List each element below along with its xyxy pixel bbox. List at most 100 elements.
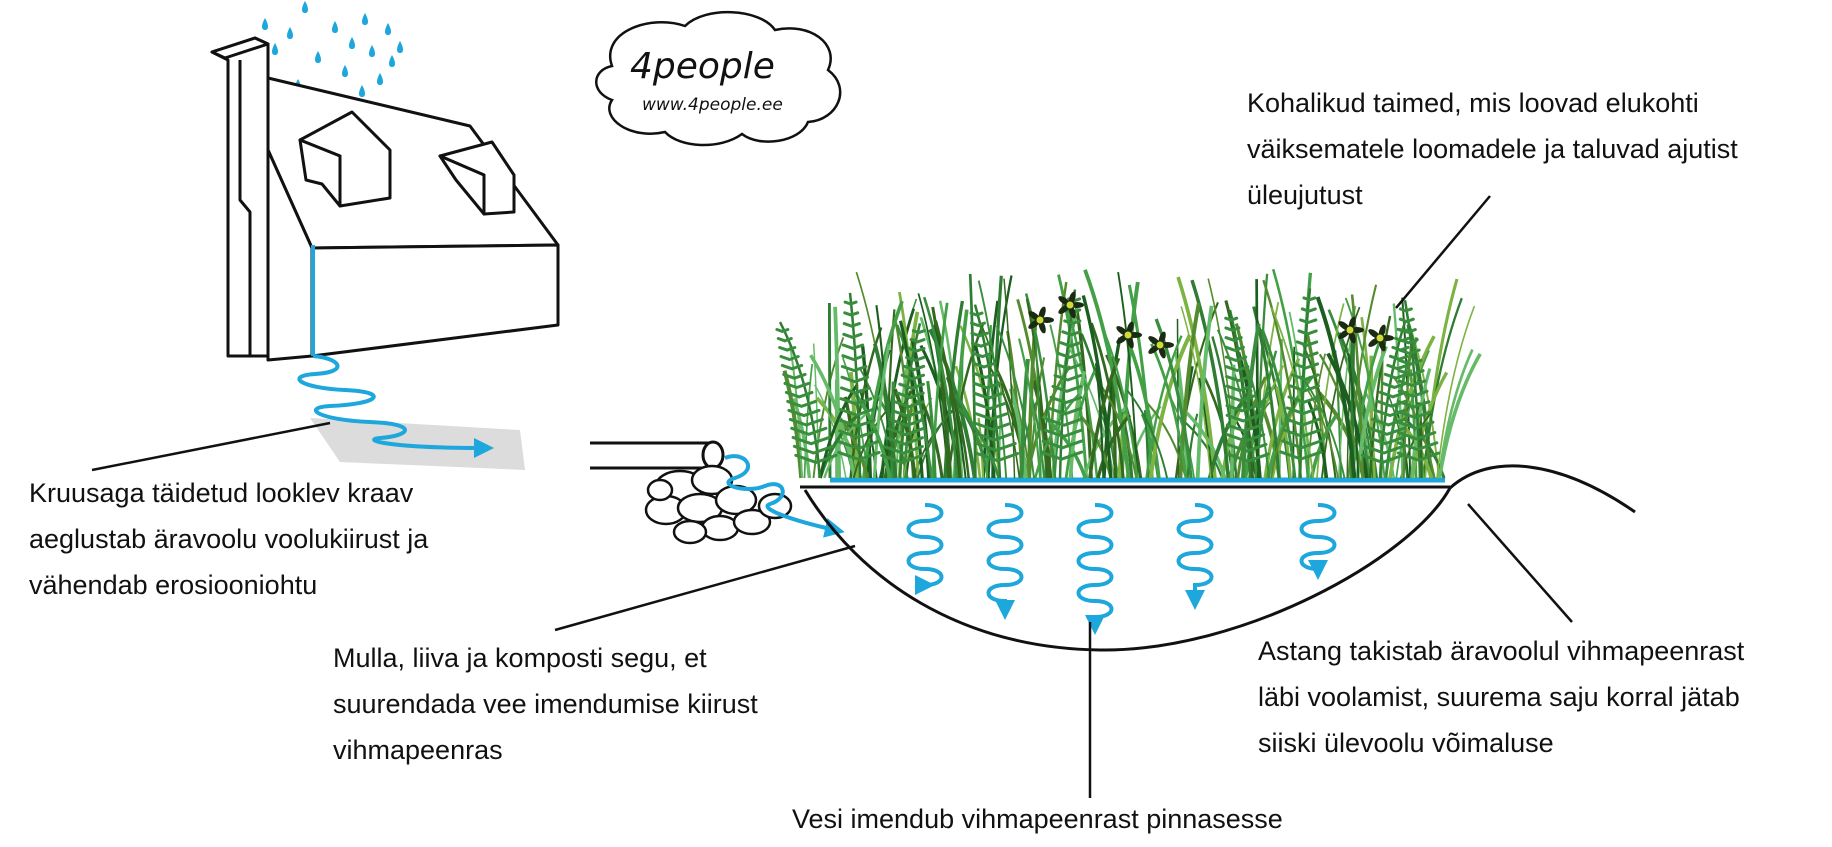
flower-icon	[1338, 316, 1364, 344]
rain-drop	[362, 13, 368, 25]
pipe-water-squiggle	[724, 454, 845, 538]
grass-blade	[1307, 400, 1329, 479]
grass-blade	[1186, 413, 1199, 479]
arrow-down-icon	[986, 503, 1024, 620]
grass-blade	[1148, 334, 1192, 479]
grass-blade	[1270, 307, 1315, 479]
rain-drop	[262, 18, 268, 30]
grass-blade	[1347, 352, 1360, 479]
leader-plants	[1395, 195, 1491, 309]
fern-frond	[1396, 299, 1441, 479]
rain-drop	[332, 21, 338, 33]
logo-url: www.4people.ee	[642, 95, 783, 115]
grass-blade	[1180, 306, 1212, 479]
grass-blade	[1145, 335, 1183, 479]
grass-blade	[1068, 370, 1087, 479]
grass-blade	[1033, 313, 1042, 479]
flower-icon	[1148, 331, 1174, 359]
logo-brand: 4people	[630, 46, 775, 87]
fern-frond	[1360, 321, 1411, 479]
grass-blade	[1230, 364, 1236, 479]
grass-blade	[1195, 305, 1214, 479]
grass-blade	[1119, 281, 1140, 479]
rain-drop	[359, 85, 365, 97]
grass-blade	[1262, 279, 1303, 479]
label-soil-mix: Mulla, liiva ja komposti segu, et suuren…	[333, 643, 758, 765]
grass-blade	[782, 370, 804, 479]
grass-blade	[1117, 271, 1139, 479]
grass-blade	[1401, 297, 1412, 479]
logo: 4people www.4people.ee	[595, 10, 842, 147]
grass-blade	[1190, 279, 1231, 479]
grass-blade	[1437, 353, 1482, 479]
grass-blade	[1018, 338, 1042, 479]
grass-blade	[1145, 401, 1187, 479]
arrow-down-icon	[1076, 503, 1114, 635]
leader-gravel-ditch	[91, 421, 331, 472]
arrow-down-icon	[906, 503, 944, 595]
rain-drop	[315, 51, 321, 63]
label-infiltration: Vesi imendub vihmapeenrast pinnasesse	[792, 804, 1283, 834]
grass-blade	[1081, 295, 1113, 479]
leader-berm	[1467, 503, 1573, 623]
grass-blade	[1083, 269, 1131, 479]
grass-blade	[893, 388, 917, 479]
label-berm: Astang takistab äravoolul vihmapeenrast …	[1258, 636, 1745, 758]
grass-blade	[872, 344, 891, 479]
leader-lines	[91, 195, 1573, 798]
flower-icon	[1028, 306, 1054, 334]
rain-drop	[287, 27, 293, 39]
logo-cloud-icon	[595, 10, 842, 147]
grass-blade	[852, 408, 889, 479]
infiltration-arrows	[906, 503, 1337, 635]
arrow-down-icon	[1176, 503, 1214, 610]
rain-drop	[342, 65, 348, 77]
grass-blade	[1096, 413, 1132, 479]
grass-blade	[1260, 328, 1297, 479]
grass-blade	[1315, 296, 1357, 479]
flower-icon	[1116, 321, 1142, 349]
rain-drop	[389, 55, 395, 67]
grass-blade	[1103, 330, 1139, 479]
rain-drop	[377, 73, 383, 85]
grass-blade	[1395, 350, 1430, 479]
grass-blade	[995, 325, 1035, 479]
grass-blade	[968, 273, 977, 479]
rain-drop	[302, 1, 308, 13]
grass-blade	[814, 384, 847, 479]
grass-blade	[940, 383, 950, 479]
fern-frond	[837, 292, 881, 479]
plants-icon	[775, 268, 1482, 479]
label-gravel-ditch: Kruusaga täidetud looklev kraav aeglusta…	[29, 478, 429, 600]
grass-blade	[1360, 317, 1376, 479]
fern-frond	[969, 304, 1020, 479]
grass-blade	[1008, 388, 1028, 479]
grass-blade	[1421, 297, 1463, 479]
rocks-icon	[644, 464, 793, 545]
grass-blade	[1410, 368, 1432, 479]
gravel-ditch-shadow	[310, 418, 525, 470]
fern-frond	[1039, 289, 1084, 479]
grass-blade	[917, 409, 953, 479]
fern-frond	[880, 322, 926, 479]
grass-blade	[922, 296, 959, 479]
fern-frond	[1279, 288, 1323, 479]
house-icon	[210, 36, 560, 362]
grass-blade	[890, 381, 896, 479]
grass-blade	[1127, 284, 1154, 479]
grass-blade	[1150, 343, 1188, 479]
grass-blade	[1088, 357, 1121, 479]
rain-drop	[272, 43, 278, 55]
flower-icon	[1368, 324, 1394, 352]
rain-drop	[369, 45, 375, 57]
grass-blade	[812, 337, 845, 479]
grass-blade	[958, 407, 1001, 479]
grass-blade	[1003, 278, 1016, 479]
fern-frond	[1224, 309, 1270, 479]
grass-blade	[1368, 315, 1392, 479]
grass-blade	[862, 300, 904, 479]
grass-blade	[1094, 363, 1105, 479]
grass-blade	[1300, 375, 1346, 479]
grass-blade	[1126, 389, 1169, 479]
